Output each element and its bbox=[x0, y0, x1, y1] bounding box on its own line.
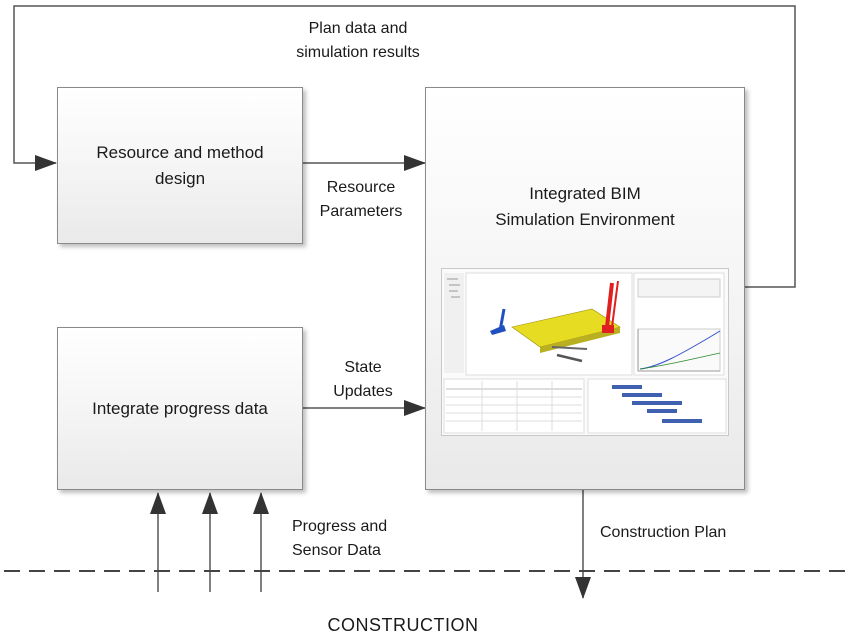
integrate-progress-box: Integrate progress data bbox=[57, 327, 303, 490]
integrated-bim-line1: Integrated BIM bbox=[529, 184, 641, 203]
integrated-bim-line2: Simulation Environment bbox=[495, 210, 675, 229]
progress-sensor-label: Progress and Sensor Data bbox=[292, 515, 432, 563]
progress-sensor-line1: Progress and bbox=[292, 518, 388, 535]
feedback-label-line2: simulation results bbox=[296, 44, 420, 61]
state-updates-line2: Updates bbox=[333, 383, 393, 400]
integrate-progress-label: Integrate progress data bbox=[92, 399, 268, 418]
feedback-label-line1: Plan data and bbox=[308, 20, 408, 37]
resource-method-design-line2: design bbox=[154, 169, 206, 188]
bim-simulation-screenshot bbox=[441, 268, 729, 436]
feedback-loop-arrow bbox=[13, 5, 796, 288]
progress-sensor-line2: Sensor Data bbox=[292, 542, 381, 559]
state-updates-line1: State bbox=[344, 359, 382, 376]
bim-simulation-screenshot-picture bbox=[442, 269, 728, 435]
resource-method-design-line1: Resource and method bbox=[96, 143, 264, 162]
construction-plan-label: Construction Plan bbox=[600, 524, 727, 541]
feedback-label: Plan data and simulation results bbox=[258, 17, 458, 65]
state-updates-label: State Updates bbox=[308, 356, 418, 404]
resource-parameters-line2: Parameters bbox=[319, 203, 403, 220]
resource-parameters-line1: Resource bbox=[326, 179, 396, 196]
construction-label: CONSTRUCTION bbox=[327, 615, 479, 635]
resource-method-design-box: Resource and method design bbox=[57, 87, 303, 244]
resource-parameters-label: Resource Parameters bbox=[300, 176, 422, 224]
